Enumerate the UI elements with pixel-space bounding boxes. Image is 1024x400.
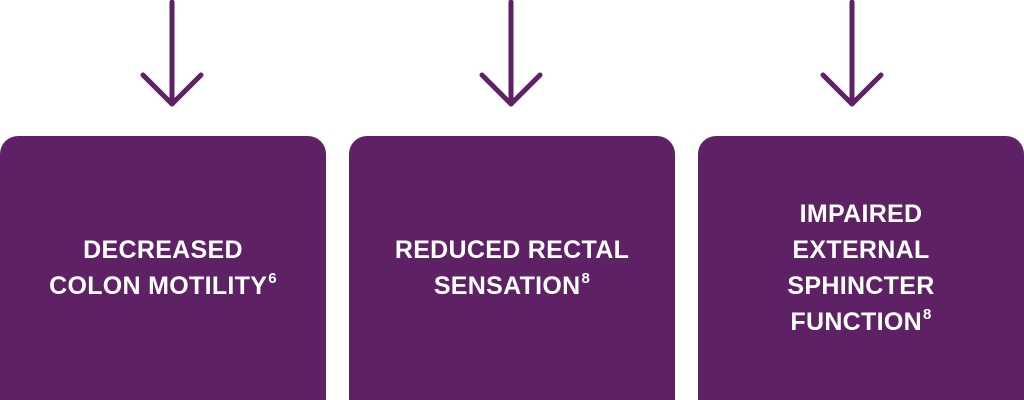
arrow-down-icon [817,0,887,112]
reference-superscript: 8 [922,306,932,323]
effect-box-label: IMPAIRED EXTERNAL SPHINCTER FUNCTION8 [766,196,956,340]
effect-box-label: DECREASED COLON MOTILITY6 [34,232,292,304]
arrow-down-icon [137,0,207,112]
effect-box-sphincter-function: IMPAIRED EXTERNAL SPHINCTER FUNCTION8 [698,136,1024,400]
effect-box-label: REDUCED RECTAL SENSATION8 [383,232,641,304]
reference-superscript: 6 [268,270,277,287]
arrow-down-icon [476,0,546,112]
effect-label-text: DECREASED COLON MOTILITY [49,236,268,300]
effect-label-text: REDUCED RECTAL SENSATION [394,236,630,300]
effect-box-rectal-sensation: REDUCED RECTAL SENSATION8 [349,136,675,400]
effect-label-text: IMPAIRED EXTERNAL SPHINCTER FUNCTION [787,200,935,336]
reference-superscript: 8 [581,270,591,287]
effect-box-colon-motility: DECREASED COLON MOTILITY6 [0,136,326,400]
